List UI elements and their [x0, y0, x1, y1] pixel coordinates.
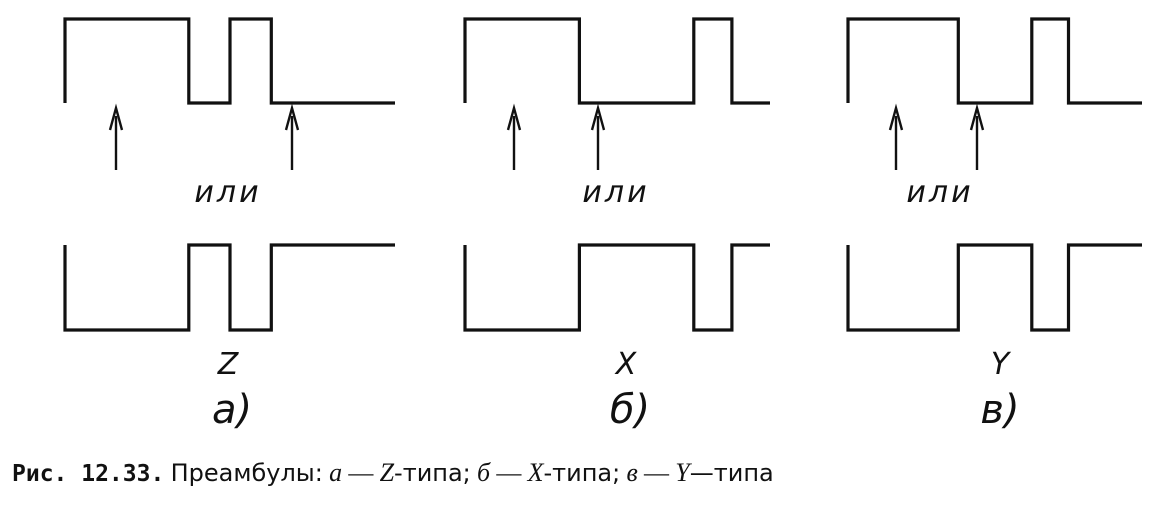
clock-arrow-b-1: [506, 103, 522, 170]
caption-title: Преамбулы:: [170, 459, 323, 487]
caption-part-c-type: Y: [675, 458, 690, 487]
waveform-bottom-c: [846, 243, 1142, 332]
caption-figure-number: Рис. 12.33.: [12, 461, 165, 487]
clock-arrow-c-1: [888, 103, 904, 170]
sub-label-c: в): [980, 387, 1020, 433]
caption-part-a-type: Z: [379, 458, 395, 487]
preamble-letter-y: Y: [990, 347, 1010, 382]
waveform-bottom-b: [463, 243, 770, 332]
or-label-b: или: [582, 175, 650, 210]
caption-part-c-suffix: —типа: [689, 459, 774, 487]
sub-label-a: а): [211, 387, 253, 433]
caption-part-a-letter: а: [329, 458, 343, 487]
waveform-bottom-a: [63, 243, 395, 332]
clock-arrow-a-1: [108, 103, 124, 170]
clock-arrow-b-2: [590, 103, 606, 170]
sub-label-b: б): [609, 387, 651, 433]
waveform-top-b: [463, 17, 770, 105]
caption-part-c-dash: —: [637, 460, 676, 487]
preamble-letter-z: Z: [217, 347, 239, 382]
or-label-c: или: [906, 175, 974, 210]
clock-arrow-c-2: [969, 103, 985, 170]
preamble-letter-x: X: [615, 347, 637, 382]
caption-part-b-type: X: [527, 458, 544, 487]
caption-part-c-letter: в: [626, 458, 638, 487]
or-label-a: или: [194, 175, 262, 210]
caption-part-b-dash: —: [490, 460, 528, 487]
caption-part-a-dash: —: [342, 460, 380, 487]
waveform-top-a: [63, 17, 395, 105]
caption-part-b-suffix: -типа;: [543, 459, 621, 487]
waveform-top-c: [846, 17, 1142, 105]
clock-arrow-a-2: [284, 103, 300, 170]
caption-part-a-suffix: -типа;: [394, 459, 471, 487]
caption-part-b-letter: б: [477, 458, 491, 487]
figure-caption: Рис. 12.33. Преамбулы: а — Z-типа; б — X…: [12, 458, 774, 488]
